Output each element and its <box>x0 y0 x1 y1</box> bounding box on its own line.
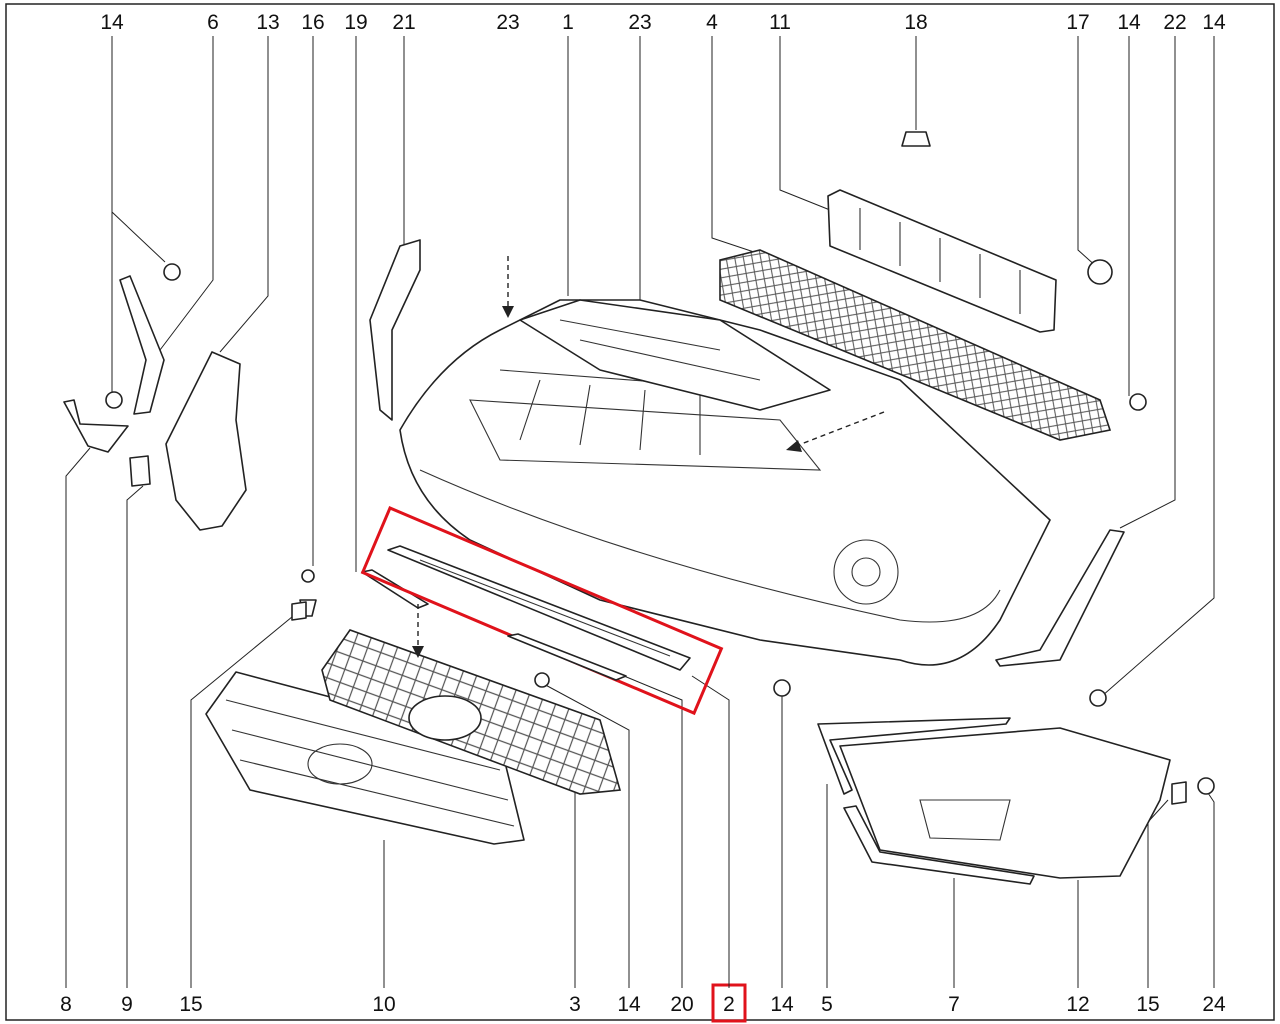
part-12-fog-bezel <box>839 727 1171 879</box>
callout-bottom-2: 2 <box>723 993 735 1016</box>
callout-bottom-9: 9 <box>121 993 133 1016</box>
callout-bottom-8: 8 <box>60 993 72 1016</box>
part-8-clip <box>63 399 129 453</box>
callout-top-1: 1 <box>562 11 574 34</box>
part-15-clip-left <box>291 601 307 621</box>
callout-top-14a: 14 <box>100 11 124 34</box>
callout-bottom-5: 5 <box>821 993 833 1016</box>
callout-bottom-3: 3 <box>569 993 581 1016</box>
callout-bottom-24: 24 <box>1202 993 1226 1016</box>
callout-bottom-10: 10 <box>372 993 395 1016</box>
part-22-side-strip <box>995 529 1125 667</box>
part-2-lower-bar <box>387 545 691 671</box>
callout-top-21: 21 <box>392 11 415 34</box>
callout-top-23b: 23 <box>628 11 651 34</box>
callout-top-23a: 23 <box>496 11 519 34</box>
part-14-bolts <box>105 263 1147 707</box>
top-callouts: 14 6 13 16 19 21 23 1 23 4 11 18 17 14 2… <box>100 11 1226 34</box>
callout-top-17: 17 <box>1066 11 1089 34</box>
part-7-lower-trim <box>843 805 1035 885</box>
part-23-bracket <box>519 299 831 411</box>
callout-bottom-14a: 14 <box>617 993 641 1016</box>
part-13-side-panel <box>165 351 247 531</box>
callout-bottom-20: 20 <box>670 993 693 1016</box>
callout-bottom-14b: 14 <box>770 993 794 1016</box>
callout-top-4: 4 <box>706 11 718 34</box>
callout-bottom-15a: 15 <box>179 993 202 1016</box>
part-24-bolt <box>1197 777 1215 795</box>
callout-top-19: 19 <box>344 11 367 34</box>
callout-bottom-7: 7 <box>948 993 960 1016</box>
part-20-strip <box>507 633 627 681</box>
part-11-absorber <box>827 189 1057 333</box>
diagram-frame <box>5 3 1275 1021</box>
callout-top-11: 11 <box>769 11 791 34</box>
callout-top-22: 22 <box>1163 11 1186 34</box>
part-3-grille-mesh <box>321 629 622 795</box>
part-17-bolt <box>1087 259 1113 285</box>
bottom-callouts: 8 9 15 10 3 14 20 2 14 5 7 12 15 24 <box>60 993 1226 1016</box>
callout-top-14b: 14 <box>1117 11 1141 34</box>
part-5-trim <box>817 717 1011 795</box>
callout-bottom-15b: 15 <box>1136 993 1159 1016</box>
callout-top-16: 16 <box>301 11 324 34</box>
part-6-bracket <box>119 275 165 415</box>
assembly-arrows <box>412 256 885 658</box>
part-21-side-bracket <box>369 239 421 421</box>
part-10-main-grille <box>205 671 525 845</box>
part-9-clip <box>129 455 151 487</box>
part-1-bumper-cover <box>399 299 1051 666</box>
part-18-clip <box>901 131 931 147</box>
part-4-upper-mesh <box>719 249 1112 441</box>
callout-top-13: 13 <box>256 11 279 34</box>
callout-top-18: 18 <box>904 11 927 34</box>
part-15-clip-right <box>1171 781 1187 805</box>
callout-top-6: 6 <box>207 11 219 34</box>
callout-top-14c: 14 <box>1202 11 1226 34</box>
callout-bottom-12: 12 <box>1066 993 1089 1016</box>
